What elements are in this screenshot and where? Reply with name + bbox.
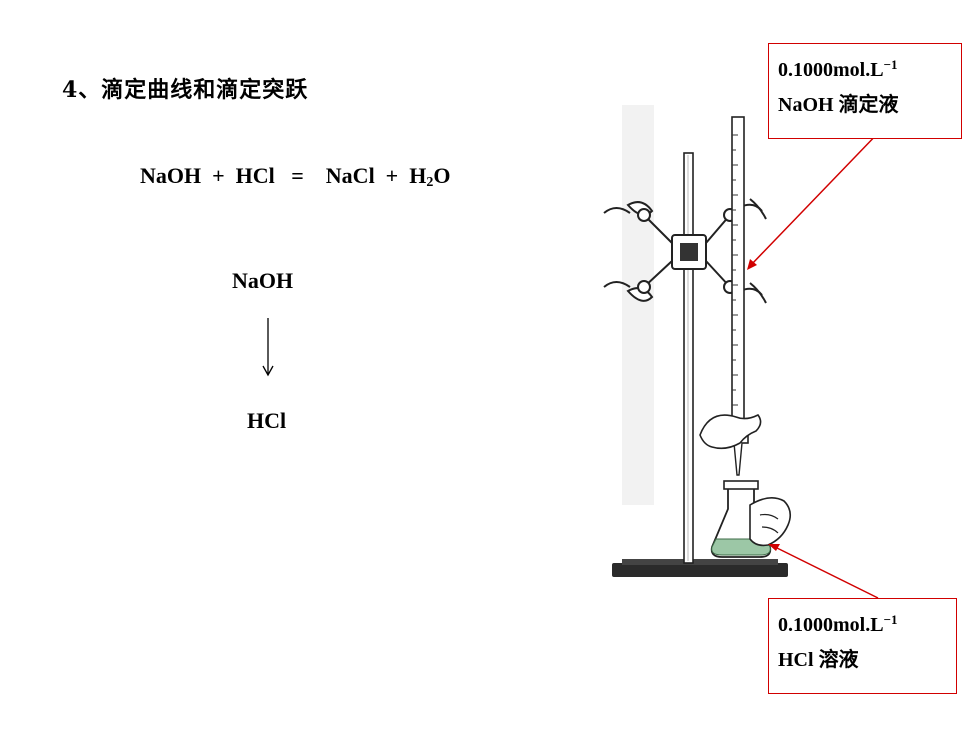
titrant-callout: 0.1000mol.L−1 NaOH 滴定液 — [768, 43, 962, 139]
titrant-label: NaOH — [232, 268, 294, 293]
analyte-callout: 0.1000mol.L−1 HCl 溶液 — [768, 598, 957, 694]
titrant-concentration-value: 0.1000mol.L — [778, 59, 884, 81]
water-subscript: 2 — [426, 175, 434, 190]
titrant-reagent: NaOH 滴定液 — [778, 87, 953, 122]
equation-main: NaOH + HCl = NaCl + H — [140, 163, 427, 188]
equation-tail: O — [433, 163, 451, 188]
down-arrow-icon — [258, 316, 278, 383]
analyte-concentration: 0.1000mol.L−1 — [778, 603, 948, 642]
titrant-reagent-name: 滴定液 — [838, 92, 899, 116]
titrant-concentration-exponent: −1 — [883, 57, 898, 72]
analyte-label: HCl — [247, 408, 287, 433]
analyte-reagent-name: 溶液 — [818, 647, 859, 671]
analyte-reagent: HCl 溶液 — [778, 642, 948, 677]
analyte-concentration-value: 0.1000mol.L — [778, 614, 884, 636]
reaction-equation: NaOH + HCl = NaCl + H2O — [140, 163, 450, 191]
titrant-concentration: 0.1000mol.L−1 — [778, 48, 953, 87]
analyte-concentration-exponent: −1 — [883, 612, 898, 627]
slide-heading: 4、滴定曲线和滴定突跃 — [62, 77, 309, 103]
titration-stand-illustration — [600, 95, 800, 600]
analyte-reagent-formula: HCl — [778, 649, 819, 671]
titrant-reagent-formula: NaOH — [778, 94, 839, 116]
